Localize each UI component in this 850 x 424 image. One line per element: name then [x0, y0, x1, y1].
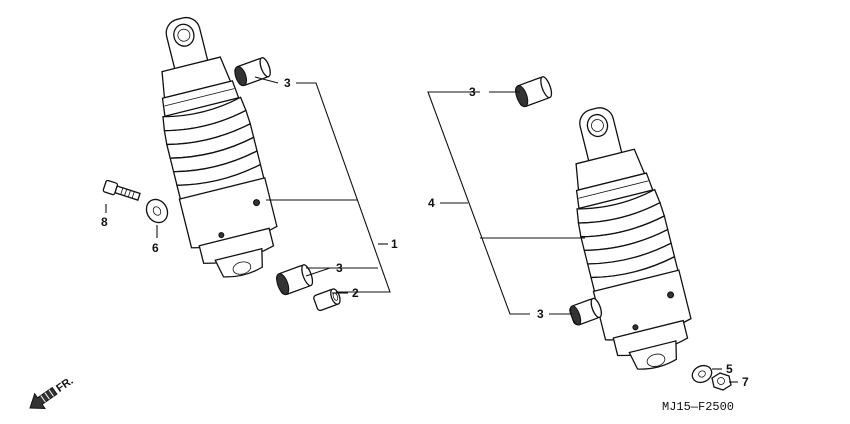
arrow-icon: [29, 386, 58, 410]
callout-labels: 3 1 3 2 8 6 3 4 3 5 7: [101, 76, 749, 389]
front-direction-arrow: FR.: [29, 375, 76, 410]
callout-3-top-right: 3: [469, 85, 476, 99]
washer-right: [691, 364, 713, 384]
bolt: [102, 179, 141, 201]
diagram-code: MJ15—F2500: [662, 400, 734, 414]
leader-lines: [105, 76, 738, 383]
left-shock-absorber: [161, 16, 278, 278]
bushing-top-right: [514, 76, 553, 108]
callout-7: 7: [742, 375, 749, 389]
bushing-top-left: [234, 57, 271, 87]
callout-4: 4: [428, 196, 435, 210]
left-spring: [162, 96, 265, 200]
nut: [711, 372, 732, 391]
callout-3-bottom-left: 3: [336, 261, 343, 275]
bushing-bottom-right: [569, 297, 603, 326]
callout-1: 1: [391, 237, 398, 251]
callout-6: 6: [152, 241, 159, 255]
callout-2: 2: [352, 286, 359, 300]
callout-3-top-left: 3: [284, 76, 291, 90]
direction-label: FR.: [54, 375, 75, 395]
washer-left: [145, 198, 169, 224]
collar: [313, 288, 341, 312]
right-spring: [576, 188, 679, 292]
callout-3-bottom-right: 3: [537, 307, 544, 321]
callout-5: 5: [726, 362, 733, 376]
callout-8: 8: [101, 215, 108, 229]
right-shock-absorber: [575, 107, 692, 370]
